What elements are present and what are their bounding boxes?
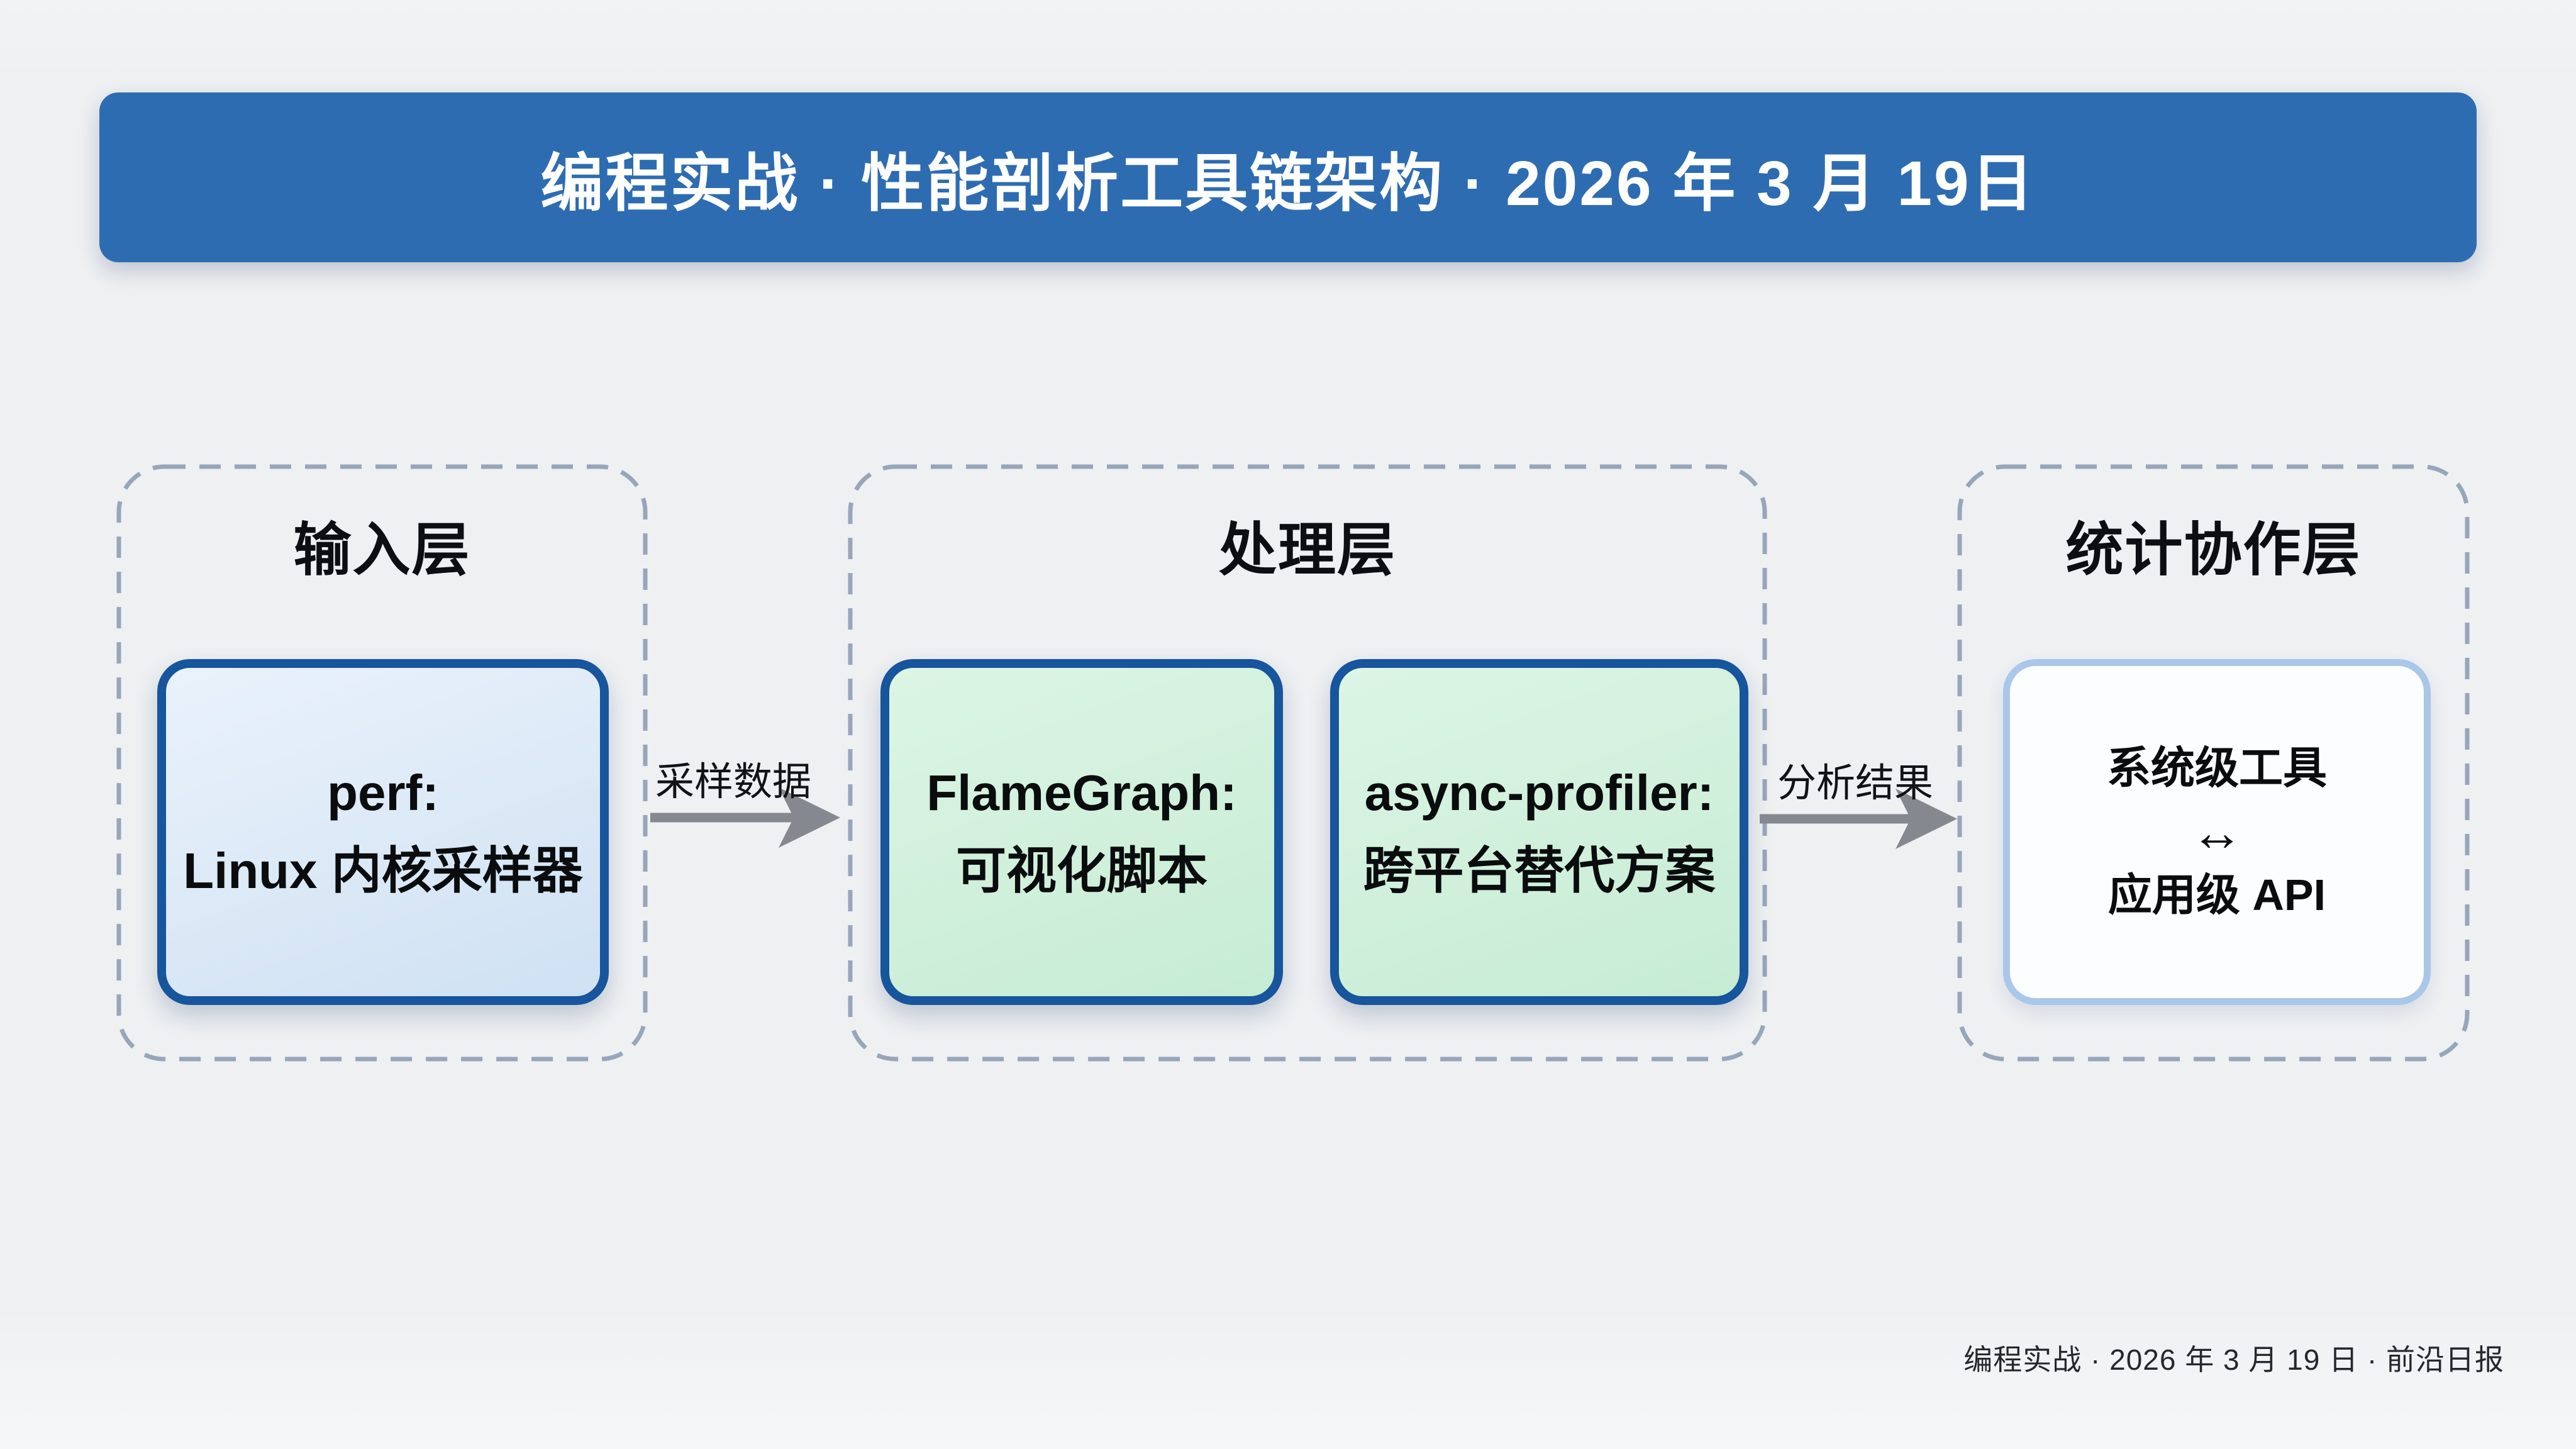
node-async-profiler-line1: async-profiler: (1364, 765, 1714, 821)
node-flamegraph-line1: FlameGraph: (926, 765, 1237, 821)
footer-attribution: 编程实战 · 2026 年 3 月 19 日 · 前沿日报 (1963, 1343, 2504, 1376)
layer-collaboration-title: 统计协作层 (2065, 518, 2362, 582)
node-bridge-line2: 应用级 API (2107, 870, 2326, 920)
layer-input: 输入层 perf: Linux 内核采样器 (116, 464, 648, 1062)
node-system-app-bridge: 系统级工具 ↔ 应用级 API (2003, 659, 2431, 1005)
layer-input-dashed-border (116, 464, 648, 1062)
layer-processing-title: 处理层 (1218, 518, 1396, 582)
node-async-profiler-line2: 跨平台替代方案 (1363, 843, 1716, 899)
bidirectional-arrow-icon: ↔ (2190, 802, 2243, 862)
dashed-border-rect (1957, 464, 2470, 1062)
node-perf-line2: Linux 内核采样器 (183, 843, 583, 899)
flow-label-analysis-result: 分析结果 (1777, 762, 1933, 805)
layer-processing: 处理层 FlameGraph: 可视化脚本 async-profiler: 跨平… (848, 464, 1767, 1062)
layer-collaboration: 统计协作层 系统级工具 ↔ 应用级 API (1957, 464, 2470, 1062)
node-bridge-line1: 系统级工具 (2107, 743, 2327, 793)
dashed-border-rect (116, 464, 648, 1062)
dashed-border-rect (848, 464, 1767, 1062)
flow-label-sampling-data: 采样数据 (655, 760, 811, 804)
node-flamegraph: FlameGraph: 可视化脚本 (880, 659, 1283, 1005)
node-flamegraph-line2: 可视化脚本 (956, 843, 1208, 899)
page-title: 编程实战 · 性能剖析工具链架构 · 2026 年 3 月 19日 (540, 148, 2036, 219)
node-async-profiler: async-profiler: 跨平台替代方案 (1330, 659, 1748, 1005)
node-perf-line1: perf: (327, 765, 439, 821)
layer-processing-dashed-border (848, 464, 1767, 1062)
layer-input-title: 输入层 (293, 518, 471, 582)
layer-collaboration-dashed-border (1957, 464, 2470, 1062)
header-banner: 编程实战 · 性能剖析工具链架构 · 2026 年 3 月 19日 (99, 92, 2477, 262)
node-perf: perf: Linux 内核采样器 (157, 659, 609, 1005)
